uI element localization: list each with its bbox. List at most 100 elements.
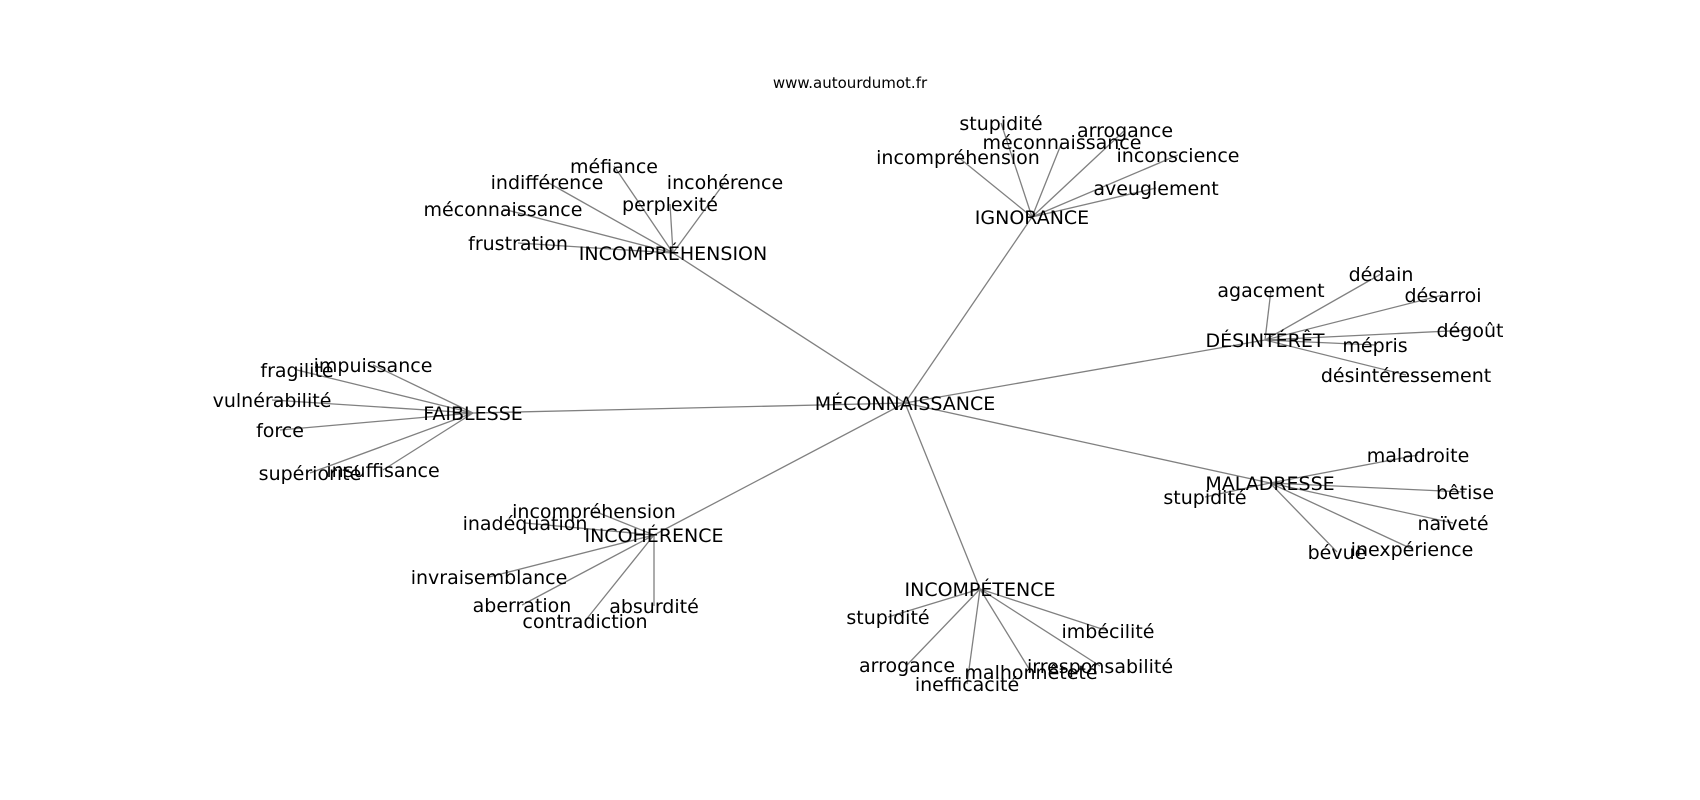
leaf-node[interactable]: irresponsabilité xyxy=(1027,656,1173,678)
edge-hub-leaf xyxy=(1264,273,1382,341)
edge-hub-leaf xyxy=(906,588,981,666)
leaf-node[interactable]: bêtise xyxy=(1436,482,1494,504)
edge-hub-leaf xyxy=(979,588,1101,667)
labels: MÉCONNAISSANCE INCOMPRÉHENSION méfianceind… xyxy=(213,113,1504,696)
edge-hub-leaf xyxy=(502,208,674,254)
edge-hub-leaf xyxy=(1204,482,1271,498)
leaf-node[interactable]: maladroite xyxy=(1367,445,1470,467)
edge-hub-leaf xyxy=(524,522,655,536)
edge-center-hub xyxy=(904,339,1266,404)
leaf-node[interactable]: imbécilité xyxy=(1062,621,1155,643)
leaf-node[interactable]: aberration xyxy=(473,595,572,617)
leaf-node[interactable]: mépris xyxy=(1342,335,1407,357)
leaf-node[interactable]: supériorité xyxy=(259,463,362,485)
leaf-node[interactable]: impuissance xyxy=(314,355,433,377)
edge-hub-leaf xyxy=(672,181,726,254)
edge-hub-leaf xyxy=(1031,187,1157,218)
leaf-node[interactable]: force xyxy=(256,420,304,442)
leaf-node[interactable]: inefficacité xyxy=(915,674,1019,696)
leaf-node[interactable]: malhonnêteté xyxy=(964,662,1097,684)
leaf-node[interactable]: inconscience xyxy=(1117,145,1240,167)
edge-hub-leaf xyxy=(669,203,674,254)
hub-node[interactable]: MALADRESSE xyxy=(1205,473,1334,495)
leaf-node[interactable]: perplexité xyxy=(622,194,718,216)
leaf-node[interactable]: dédain xyxy=(1349,264,1414,286)
leaf-node[interactable]: stupidité xyxy=(1163,487,1246,509)
edge-hub-leaf xyxy=(966,588,981,685)
leaf-node[interactable]: frustration xyxy=(468,233,568,255)
hub-node[interactable]: FAIBLESSE xyxy=(423,403,523,425)
edge-hub-leaf xyxy=(1269,482,1338,553)
leaf-node[interactable]: invraisemblance xyxy=(411,567,568,589)
edge-hub-leaf xyxy=(1269,482,1454,524)
edge-hub-leaf xyxy=(979,588,1109,632)
edge-hub-leaf xyxy=(593,510,655,536)
edge-hub-leaf xyxy=(1264,339,1407,376)
edge-center-hub xyxy=(672,252,906,404)
edge-hub-leaf xyxy=(296,369,474,414)
edge-center-hub xyxy=(904,402,981,590)
edge-hub-leaf xyxy=(1031,154,1179,218)
leaf-node[interactable]: fragilité xyxy=(260,360,333,382)
center-node[interactable]: MÉCONNAISSANCE xyxy=(815,392,996,415)
edge-center-hub xyxy=(904,402,1271,484)
edge-hub-leaf xyxy=(1000,122,1033,218)
leaf-node[interactable]: méconnaissance xyxy=(983,132,1142,154)
leaf-node[interactable]: dégoût xyxy=(1437,320,1504,342)
leaf-node[interactable]: arrogance xyxy=(1077,120,1173,142)
leaf-node[interactable]: inexpérience xyxy=(1351,539,1474,561)
edge-hub-leaf xyxy=(979,588,1032,673)
edge-center-hub xyxy=(653,402,906,536)
leaf-node[interactable]: incompréhension xyxy=(876,147,1040,169)
edge-hub-leaf xyxy=(957,156,1033,218)
edge-hub-leaf xyxy=(521,534,655,606)
leaf-node[interactable]: indifférence xyxy=(491,172,604,194)
edge-hub-leaf xyxy=(1269,454,1419,484)
leaf-node[interactable]: désarroi xyxy=(1404,285,1481,307)
edges xyxy=(271,122,1471,685)
edge-hub-leaf xyxy=(887,588,981,618)
edge-hub-leaf xyxy=(1031,141,1063,218)
leaf-node[interactable]: stupidité xyxy=(959,113,1042,135)
edge-hub-leaf xyxy=(1031,129,1126,218)
edge-hub-leaf xyxy=(271,399,474,414)
edge-center-hub xyxy=(904,216,1033,404)
leaf-node[interactable]: naïveté xyxy=(1417,513,1488,535)
leaf-node[interactable]: bévue xyxy=(1308,542,1367,564)
edge-hub-leaf xyxy=(1264,329,1471,341)
edge-hub-leaf xyxy=(584,534,655,622)
hub-node[interactable]: IGNORANCE xyxy=(975,207,1089,229)
leaf-node[interactable]: absurdité xyxy=(609,596,699,618)
leaf-node[interactable]: méconnaissance xyxy=(424,199,583,221)
leaf-node[interactable]: agacement xyxy=(1217,280,1324,302)
leaf-node[interactable]: inadéquation xyxy=(463,513,588,535)
edge-hub-leaf xyxy=(546,181,674,254)
leaf-node[interactable]: arrogance xyxy=(859,655,955,677)
hub-node[interactable]: DÉSINTÉRÊT xyxy=(1206,329,1325,352)
edge-hub-leaf xyxy=(372,364,474,414)
edge-hub-leaf xyxy=(613,165,674,254)
source-label: www.autourdumot.fr xyxy=(773,74,928,92)
leaf-node[interactable]: désintéressement xyxy=(1321,365,1491,387)
edge-hub-leaf xyxy=(1269,482,1466,493)
leaf-node[interactable]: insuffisance xyxy=(326,460,439,482)
leaf-node[interactable]: vulnérabilité xyxy=(213,390,332,412)
leaf-node[interactable]: stupidité xyxy=(846,607,929,629)
edge-hub-leaf xyxy=(382,412,474,471)
edge-hub-leaf xyxy=(1264,294,1444,341)
edge-hub-leaf xyxy=(488,534,655,578)
leaf-node[interactable]: méfiance xyxy=(570,156,658,178)
leaf-node[interactable]: incohérence xyxy=(667,172,783,194)
edge-hub-leaf xyxy=(517,242,674,254)
edge-hub-leaf xyxy=(309,412,474,474)
leaf-node[interactable]: incompréhension xyxy=(512,501,676,523)
hub-node[interactable]: INCOMPRÉHENSION xyxy=(579,242,767,265)
edge-center-hub xyxy=(472,402,906,414)
leaf-node[interactable]: contradiction xyxy=(522,611,647,633)
leaf-node[interactable]: aveuglement xyxy=(1093,178,1218,200)
hub-node[interactable]: INCOMPÉTENCE xyxy=(905,578,1056,601)
hub-node[interactable]: INCOHÉRENCE xyxy=(584,524,723,547)
edge-hub-leaf xyxy=(1264,289,1272,341)
edge-hub-leaf xyxy=(1269,482,1413,550)
